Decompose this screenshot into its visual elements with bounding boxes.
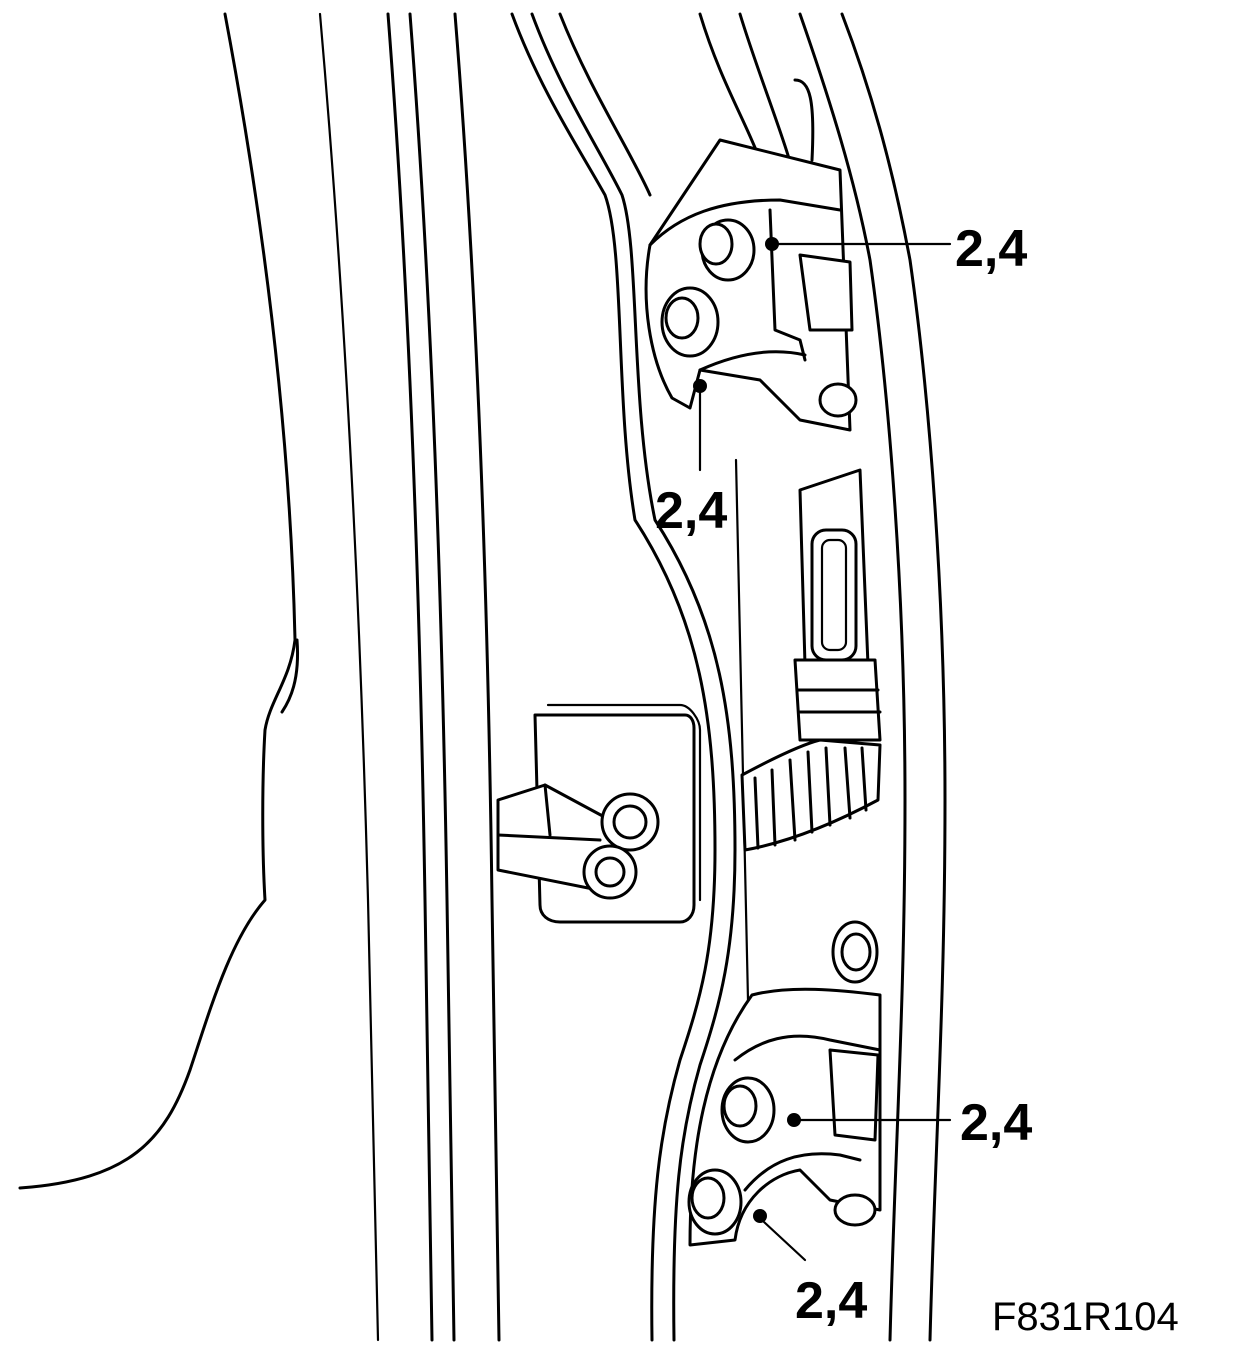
- callout-dot: [693, 379, 707, 393]
- figure-code: F831R104: [992, 1295, 1179, 1339]
- door-check-strap: [496, 703, 702, 924]
- body-pillar: [18, 12, 501, 1342]
- callout-label-upper-left: 2,4: [655, 482, 727, 540]
- callout-leader: [762, 1220, 807, 1262]
- upper-hinge: [644, 78, 858, 432]
- callout-dot: [787, 1113, 801, 1127]
- callout-label-lower-right: 2,4: [960, 1094, 1032, 1152]
- wiring-harness: [740, 468, 882, 852]
- lower-hinge: [687, 920, 882, 1247]
- callout-leaders: [693, 237, 952, 1262]
- callout-label-lower-left: 2,4: [795, 1272, 867, 1330]
- callout-dot: [753, 1209, 767, 1223]
- callout-label-upper-right: 2,4: [955, 220, 1027, 278]
- callout-dot: [765, 237, 779, 251]
- door-edge: [510, 12, 947, 1342]
